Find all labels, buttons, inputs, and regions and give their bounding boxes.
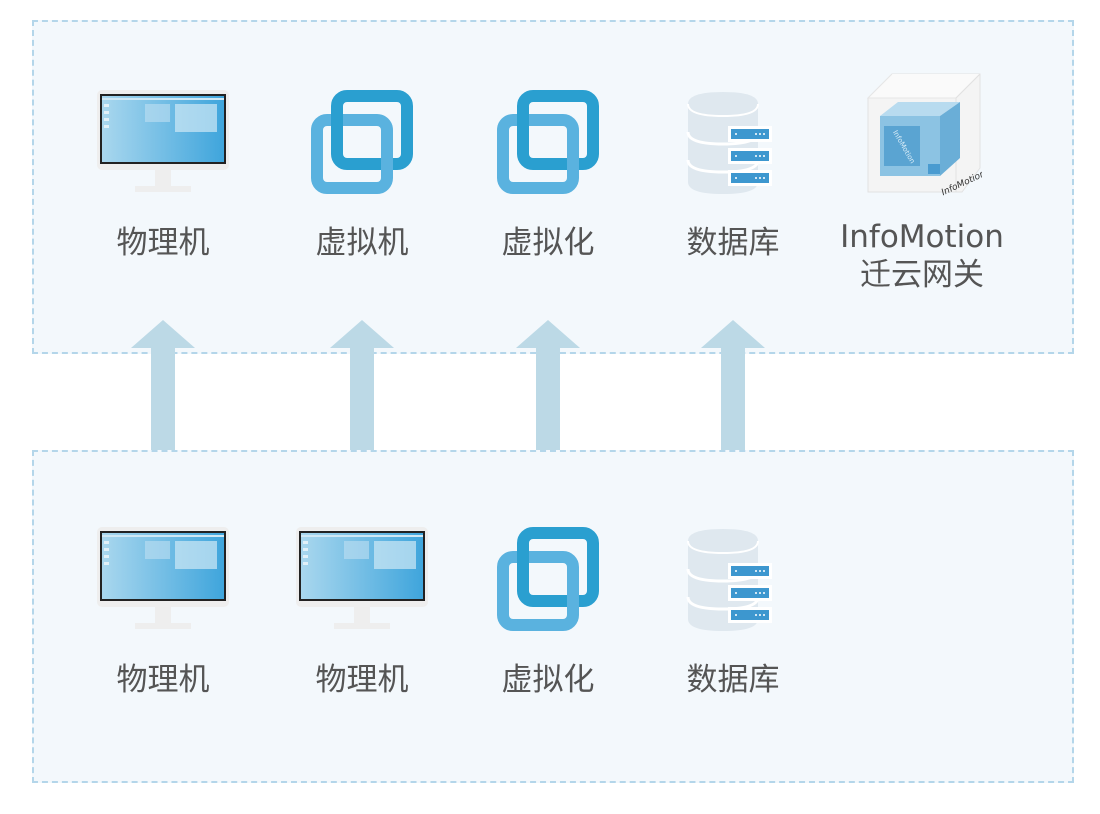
node-label: InfoMotion xyxy=(840,219,1004,255)
up-arrow xyxy=(131,320,195,450)
virtualization-icon xyxy=(458,525,638,635)
source-node: 物理机 xyxy=(73,525,253,699)
database-icon xyxy=(643,88,823,198)
node-label: 物理机 xyxy=(315,662,409,698)
up-arrow xyxy=(330,320,394,450)
virtualization-icon xyxy=(458,88,638,198)
node-label: 数据库 xyxy=(686,225,780,261)
database-icon xyxy=(643,525,823,635)
node-label: 物理机 xyxy=(116,225,210,261)
node-label-line2: 迁云网关 xyxy=(860,257,984,293)
node-label: 物理机 xyxy=(116,662,210,698)
source-panel xyxy=(32,450,1074,783)
up-arrow xyxy=(516,320,580,450)
target-node: 虚拟机 xyxy=(272,88,452,262)
monitor-icon xyxy=(73,525,253,635)
infomotion-gateway-icon: InfoMotion InfoMotion xyxy=(832,73,1012,198)
node-label: 虚拟化 xyxy=(501,225,595,261)
source-node: 数据库 xyxy=(643,525,823,699)
source-node: 虚拟化 xyxy=(458,525,638,699)
target-node: 虚拟化 xyxy=(458,88,638,262)
virtual-machine-icon xyxy=(272,88,452,198)
up-arrow xyxy=(701,320,765,450)
source-node: 物理机 xyxy=(272,525,452,699)
target-node: 数据库 xyxy=(643,88,823,262)
node-label: 虚拟化 xyxy=(501,662,595,698)
monitor-icon xyxy=(73,88,253,198)
node-label: 虚拟机 xyxy=(315,225,409,261)
node-label: 数据库 xyxy=(686,662,780,698)
monitor-icon xyxy=(272,525,452,635)
target-node: 物理机 xyxy=(73,88,253,262)
